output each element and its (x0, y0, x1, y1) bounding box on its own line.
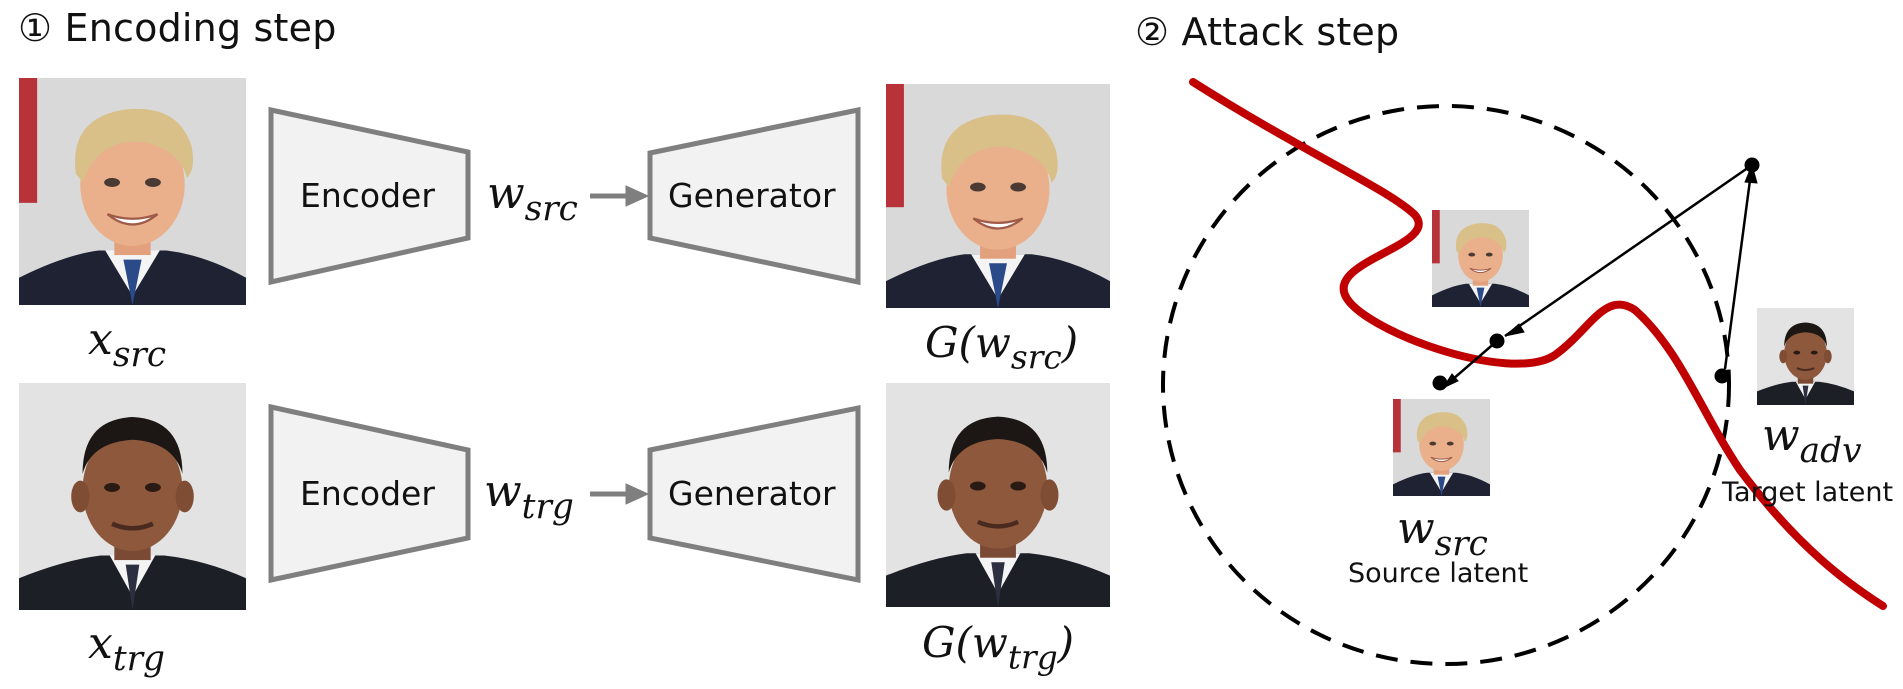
arrow-w-trg-to-generator (590, 483, 650, 505)
encoder-label-bottom: Encoder (300, 474, 435, 513)
x-trg-label: xtrg (88, 618, 165, 679)
dark-haired-man-portrait-icon (1757, 308, 1854, 405)
encoder-block-bottom (268, 403, 471, 584)
adv-point-boundary (1714, 368, 1730, 384)
generator-label-bottom: Generator (668, 474, 836, 513)
attack-generated-thumbnail (1432, 210, 1529, 307)
adv-point-top (1744, 157, 1760, 173)
encoding-step-title: ① Encoding step (18, 6, 337, 50)
g-w-trg-label: G(wtrg) (922, 618, 1075, 677)
blond-man-portrait-icon (1393, 399, 1490, 496)
source-point (1432, 375, 1448, 391)
x-src-label: xsrc (88, 314, 167, 375)
source-latent-caption: Source latent (1348, 558, 1529, 589)
generator-block-top (647, 106, 861, 286)
search-radius-circle (1161, 104, 1731, 666)
w-adv-label: wadv (1762, 410, 1862, 471)
source-latent-thumbnail (1393, 399, 1490, 496)
intermediate-point (1489, 333, 1505, 349)
w-src-label: wsrc (487, 168, 578, 229)
g-w-src-label: G(wsrc) (925, 318, 1079, 377)
decision-boundary-curve (1189, 78, 1887, 610)
attack-arrows (1432, 157, 1760, 391)
attack-step-title: ② Attack step (1135, 10, 1400, 54)
generator-block-bottom (647, 404, 861, 584)
target-latent-thumbnail (1757, 308, 1854, 405)
attack-w-src-label: wsrc (1397, 503, 1488, 564)
arrow-w-src-to-generator (590, 185, 650, 207)
w-trg-label: wtrg (484, 466, 574, 527)
blond-man-portrait-icon (1432, 210, 1529, 307)
generator-label-top: Generator (668, 176, 836, 215)
encoder-label-top: Encoder (300, 176, 435, 215)
target-latent-caption: Target latent (1722, 477, 1894, 508)
encoder-block-top (268, 106, 471, 286)
